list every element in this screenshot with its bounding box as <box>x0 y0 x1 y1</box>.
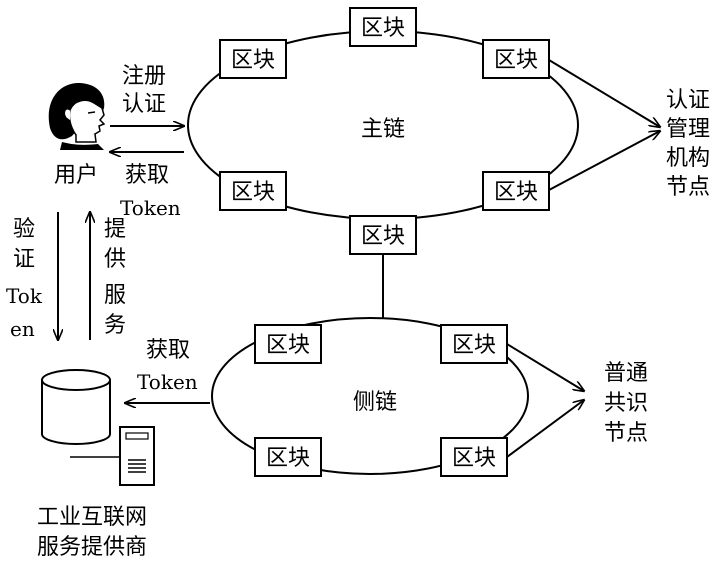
database-icon <box>42 370 110 444</box>
svg-text:共识: 共识 <box>604 391 648 416</box>
provide-service-label: 提 供 服 务 <box>104 217 126 338</box>
register-label-line2: 认证 <box>122 92 166 117</box>
svg-text:证: 证 <box>13 247 35 272</box>
get-token-provider-line1: 获取 <box>146 338 190 363</box>
svg-text:认证: 认证 <box>666 88 710 113</box>
get-token-provider-line2: Token <box>137 370 198 394</box>
svg-text:节点: 节点 <box>604 421 648 446</box>
svg-text:区块: 区块 <box>231 180 275 205</box>
svg-text:区块: 区块 <box>266 446 310 471</box>
user-label: 用户 <box>54 163 98 188</box>
svg-text:区块: 区块 <box>494 48 538 73</box>
svg-text:en: en <box>10 317 35 341</box>
svg-text:区块: 区块 <box>231 48 275 73</box>
svg-text:区块: 区块 <box>361 16 405 41</box>
arrow-main-to-auth-lower <box>549 131 660 190</box>
side-chain-block-lower-left: 区块 <box>255 438 321 476</box>
side-chain-block-lower-right: 区块 <box>441 438 507 476</box>
consensus-node-label: 普通 共识 节点 <box>604 361 648 446</box>
svg-text:务: 务 <box>104 313 126 338</box>
svg-text:普通: 普通 <box>604 361 648 386</box>
provider-label-line2: 服务提供商 <box>37 535 147 560</box>
verify-token-label: 验 证 Tok en <box>6 217 43 341</box>
svg-text:供: 供 <box>104 247 126 272</box>
svg-text:区块: 区块 <box>361 224 405 249</box>
svg-text:区块: 区块 <box>266 333 310 358</box>
main-chain-label: 主链 <box>361 117 405 142</box>
main-chain-block-lower-right: 区块 <box>483 172 549 210</box>
svg-text:区块: 区块 <box>452 333 496 358</box>
side-chain-block-upper-left: 区块 <box>255 325 321 363</box>
svg-text:提: 提 <box>104 217 126 242</box>
svg-text:管理: 管理 <box>666 117 710 142</box>
main-chain-block-top: 区块 <box>350 8 416 46</box>
svg-text:区块: 区块 <box>452 446 496 471</box>
svg-text:机构: 机构 <box>666 146 710 171</box>
main-chain-block-bottom: 区块 <box>350 216 416 254</box>
main-chain-block-upper-right: 区块 <box>483 40 549 78</box>
arrow-side-to-consensus-upper <box>507 344 584 391</box>
provider-label-line1: 工业互联网 <box>37 505 147 530</box>
arrow-side-to-consensus-lower <box>507 400 584 457</box>
main-chain-block-lower-left: 区块 <box>220 172 286 210</box>
auth-node-label: 认证 管理 机构 节点 <box>666 88 710 200</box>
user-icon <box>49 83 105 150</box>
side-chain-label: 侧链 <box>353 390 397 415</box>
get-token-user-line2: Token <box>120 196 181 220</box>
svg-text:验: 验 <box>13 217 35 242</box>
svg-text:节点: 节点 <box>666 175 710 200</box>
side-chain-block-upper-right: 区块 <box>441 325 507 363</box>
main-chain-block-upper-left: 区块 <box>220 40 286 78</box>
svg-text:区块: 区块 <box>494 180 538 205</box>
get-token-user-line1: 获取 <box>125 163 169 188</box>
register-label-line1: 注册 <box>122 64 166 89</box>
svg-text:服: 服 <box>104 283 126 308</box>
svg-text:Tok: Tok <box>6 284 43 308</box>
